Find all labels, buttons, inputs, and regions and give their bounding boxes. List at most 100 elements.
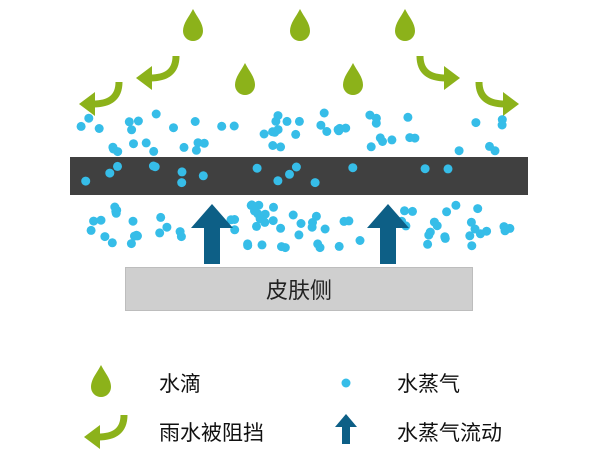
vapor-dot <box>371 118 381 128</box>
vapor-dot <box>243 241 253 251</box>
vapor-dot <box>288 210 298 220</box>
water-drop-icon <box>235 63 255 95</box>
vapor-dot <box>268 141 278 150</box>
vapor-dot <box>485 141 494 151</box>
vapor-dot <box>269 202 278 212</box>
vapor-dot <box>175 227 185 237</box>
vapor-dot <box>442 207 452 217</box>
membrane-layer <box>70 157 528 195</box>
vapor-dot <box>348 163 358 173</box>
legend-label-blocked: 雨水被阻挡 <box>159 421 264 445</box>
vapor-dot <box>177 178 187 188</box>
vapor-dot <box>129 139 138 149</box>
water-drop-icon <box>343 63 363 95</box>
vapor-dot <box>466 217 476 227</box>
vapor-dot <box>257 240 267 250</box>
vapor-dot-icon <box>341 378 351 388</box>
vapor-dot <box>291 162 301 172</box>
vapor-dot <box>334 126 344 136</box>
vapor-dot <box>252 163 262 173</box>
vapor-dot <box>400 206 409 216</box>
vapor-dot <box>259 129 269 139</box>
curved-arrow-icon <box>79 81 123 116</box>
vapor-dot <box>315 243 325 253</box>
vapor-dot <box>191 145 201 155</box>
vapor-dot <box>344 216 354 226</box>
vapor-dot <box>341 123 351 133</box>
curved-arrow-icon <box>475 81 519 116</box>
vapor-dot <box>149 146 159 156</box>
vapor-dot <box>100 232 110 242</box>
water-drops-group <box>183 9 415 95</box>
vapor-dot <box>405 133 415 143</box>
vapor-dot <box>408 206 417 216</box>
vapor-dot <box>294 230 304 240</box>
water-drop-icon <box>91 365 111 397</box>
vapor-dot <box>113 161 122 171</box>
water-drop-icon <box>183 9 203 41</box>
vapor-dot <box>193 138 203 148</box>
vapor-dot <box>451 200 461 210</box>
up-arrow-icon <box>367 204 409 264</box>
legend-item-drop: 水滴 <box>145 368 201 398</box>
legend-label-flow: 水蒸气流动 <box>397 421 502 445</box>
vapor-dot <box>500 226 510 236</box>
legend-item-flow: 水蒸气流动 <box>383 417 502 447</box>
vapor-dot <box>320 224 330 234</box>
water-drop-icon <box>290 9 310 41</box>
vapor-dot <box>126 239 136 249</box>
vapor-dot <box>76 121 86 131</box>
vapor-dots-group <box>76 108 515 253</box>
skin-side-bar: 皮肤侧 <box>125 267 473 311</box>
vapor-dot <box>255 214 265 224</box>
vapor-dot <box>190 117 200 126</box>
vapor-dot <box>162 222 172 232</box>
legend-item-blocked: 雨水被阻挡 <box>145 417 264 447</box>
vapor-dot <box>107 238 117 248</box>
vapor-dot <box>148 161 158 171</box>
vapor-dot <box>465 231 475 241</box>
vapor-dot <box>112 205 122 215</box>
vapor-dot <box>133 116 143 126</box>
vapor-dot <box>89 216 99 226</box>
vapor-dot <box>155 228 165 238</box>
vapor-dot <box>132 230 141 240</box>
vapor-dot <box>471 118 481 128</box>
vapor-dot <box>105 168 115 178</box>
vapor-dot <box>497 120 507 130</box>
curved-arrow-icon <box>136 55 180 90</box>
vapor-dot <box>334 241 344 251</box>
vapor-dot <box>124 117 134 127</box>
vapor-dot <box>420 164 430 174</box>
vapor-dot <box>86 225 96 235</box>
up-arrow-icon <box>191 204 233 264</box>
vapor-dot <box>482 226 492 236</box>
vapor-dot <box>366 142 376 152</box>
vapor-dot <box>113 147 123 157</box>
vapor-dot <box>268 216 278 226</box>
vapor-dot <box>276 223 286 233</box>
legend-item-vapor: 水蒸气 <box>383 368 460 398</box>
vapor-dot <box>252 221 261 231</box>
vapor-dot <box>423 239 433 249</box>
curved-arrow-icon <box>416 55 460 90</box>
vapor-dot <box>179 142 189 152</box>
vapor-dot <box>96 215 106 225</box>
vapor-dot <box>198 171 208 181</box>
vapor-dot <box>230 215 240 224</box>
vapor-dot <box>273 111 283 121</box>
vapor-dot <box>294 116 304 126</box>
vapor-dot <box>169 123 178 133</box>
vapor-dot <box>443 164 453 174</box>
vapor-flow-arrows-group <box>191 204 409 264</box>
up-arrow-icon <box>335 414 357 444</box>
vapor-dot <box>429 217 439 227</box>
vapor-dot <box>454 146 464 156</box>
vapor-dot <box>285 169 294 179</box>
vapor-dot <box>141 138 151 148</box>
vapor-dot <box>280 243 290 253</box>
vapor-dot <box>311 211 321 221</box>
vapor-dot <box>296 219 306 228</box>
vapor-dot <box>387 135 397 145</box>
